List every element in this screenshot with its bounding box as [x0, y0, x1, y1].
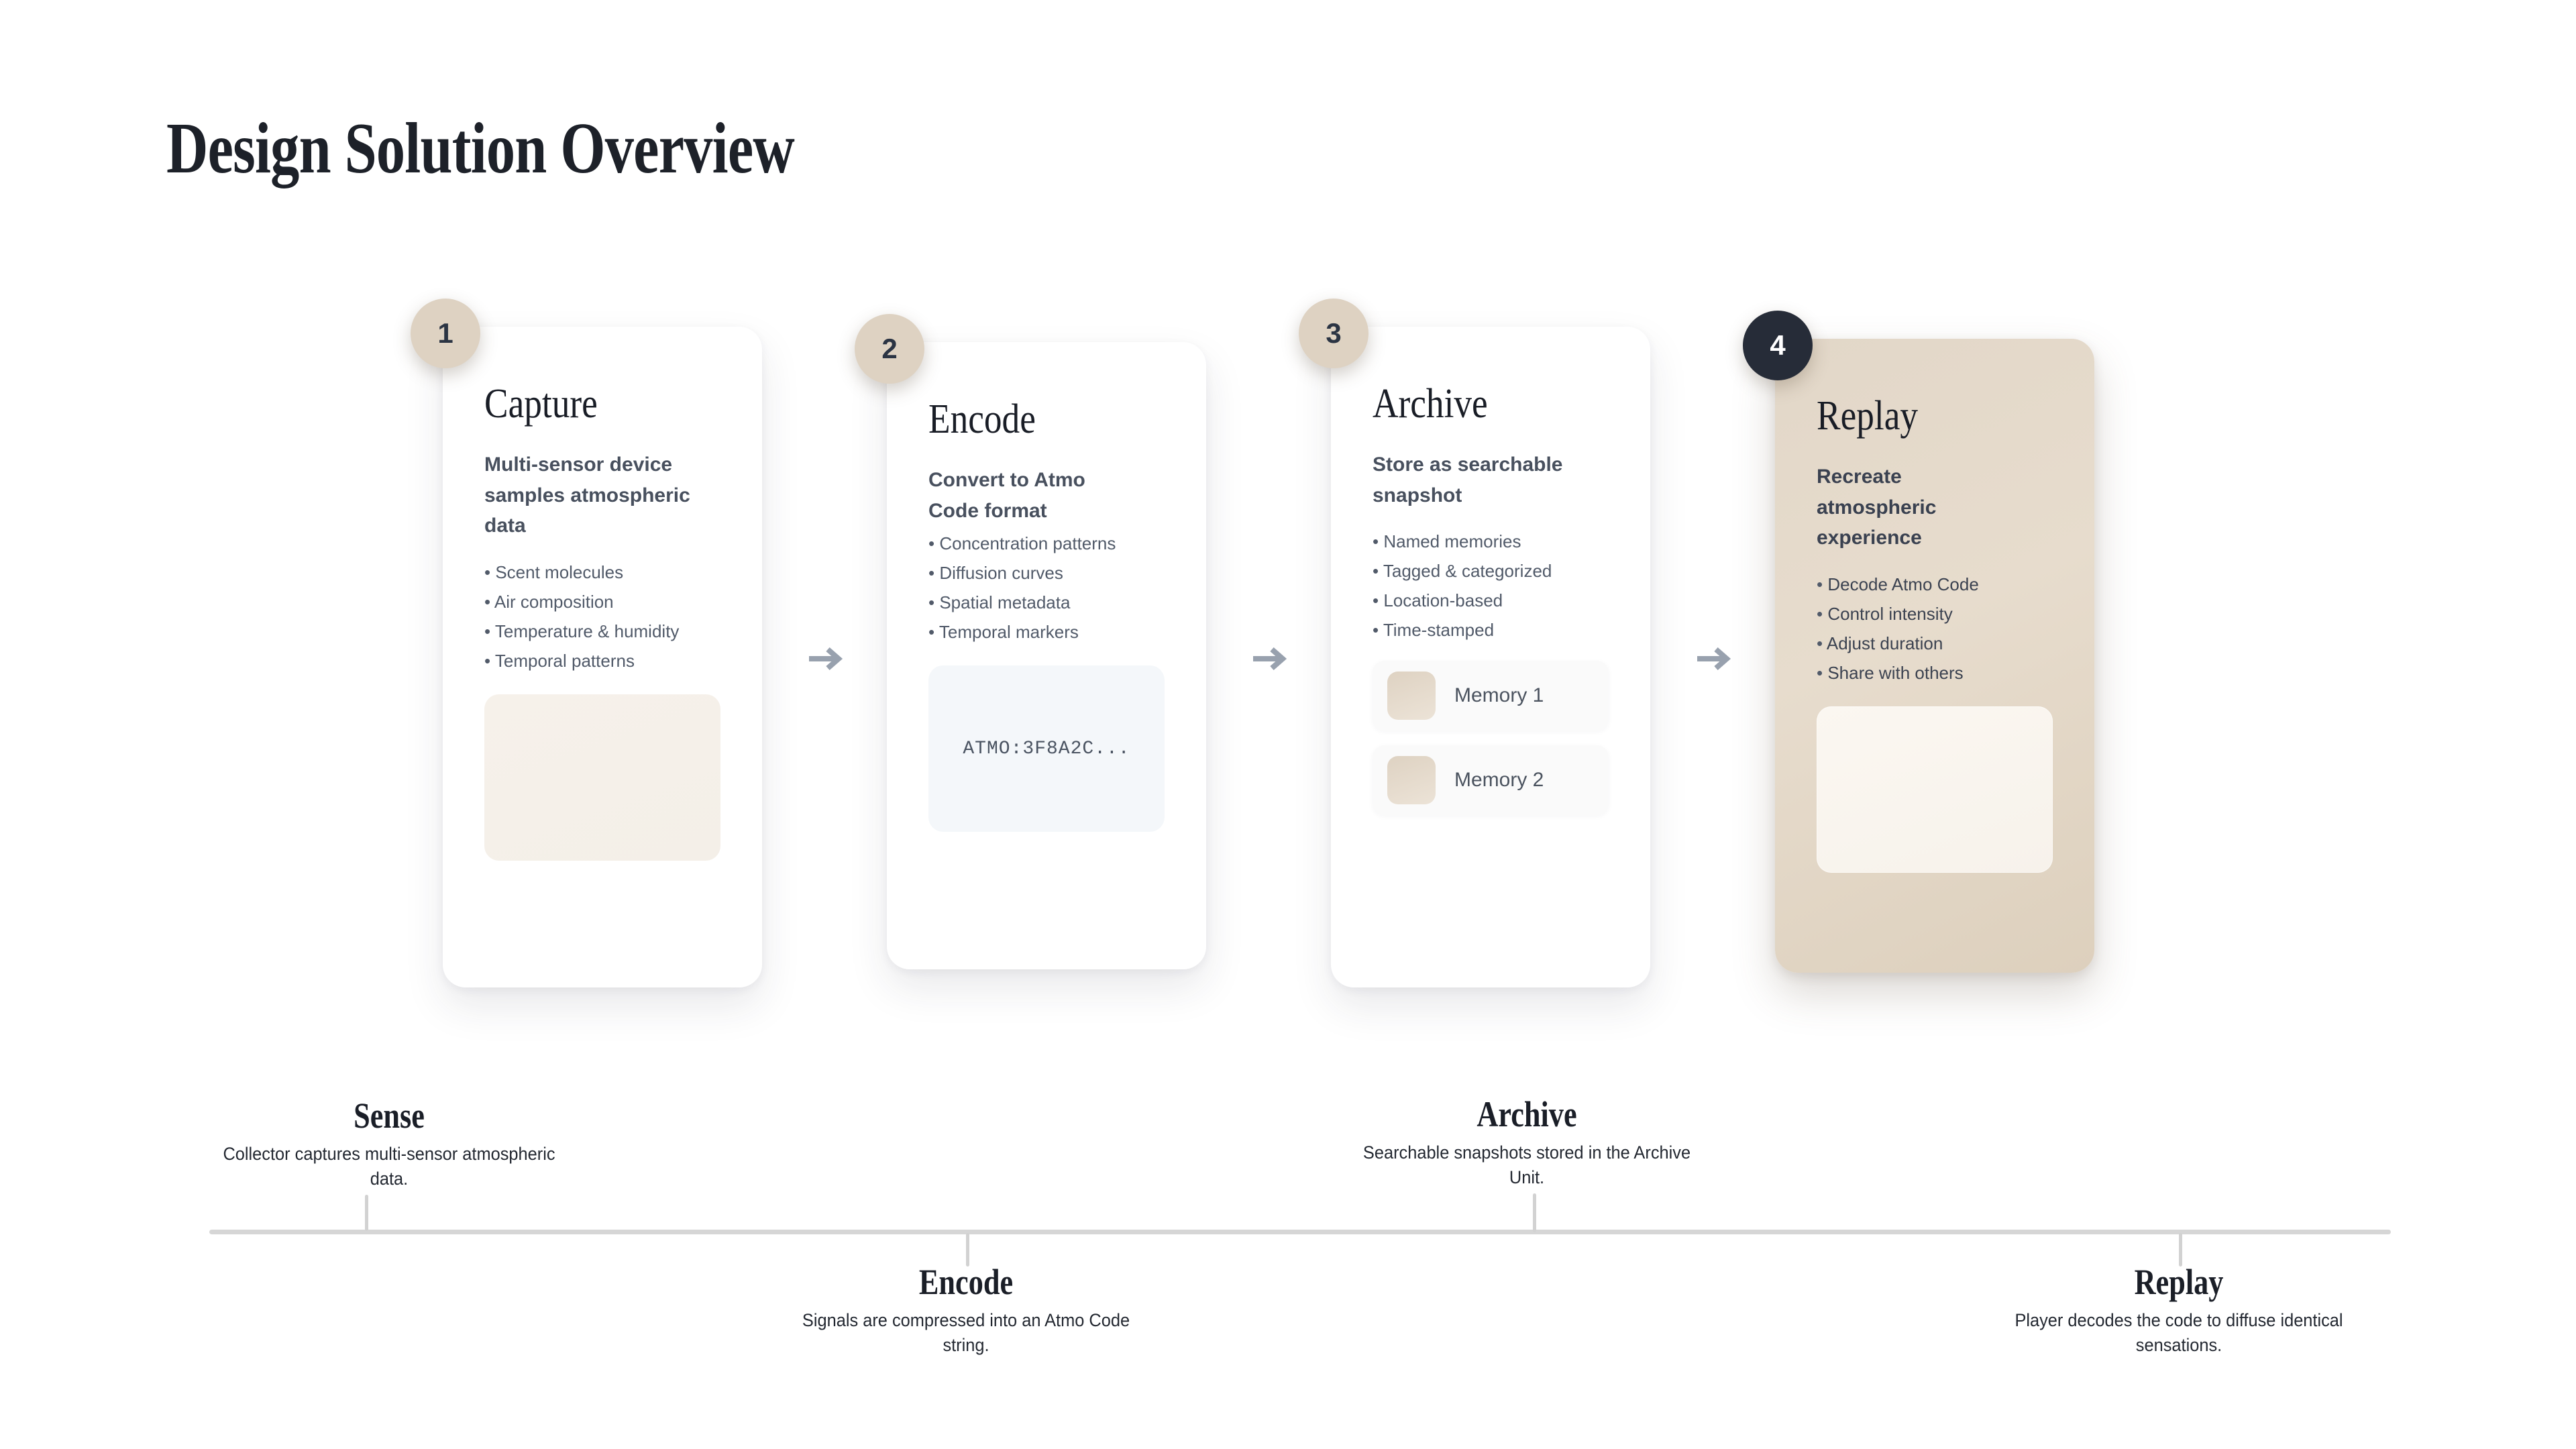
list-item: Share with others	[1817, 661, 2053, 686]
list-item: Scent molecules	[484, 560, 720, 586]
timeline-tick	[1533, 1193, 1536, 1232]
step-description-3: Store as searchable snapshot	[1373, 453, 1563, 506]
step-bullets-2: Concentration patterns Diffusion curves …	[928, 531, 1165, 645]
step-card-replay[interactable]: Replay Recreate atmospheric experience D…	[1775, 339, 2094, 973]
list-item: Named memories	[1373, 529, 1609, 555]
timeline-tick	[2179, 1233, 2182, 1267]
atmo-code-block: ATMO:3F8A2C...	[928, 665, 1165, 832]
step-card-encode[interactable]: Encode Convert to Atmo Code format Conce…	[887, 342, 1206, 969]
step-description-4: Recreate atmospheric experience	[1817, 466, 1937, 549]
list-item: Tagged & categorized	[1373, 559, 1609, 584]
list-item: Location-based	[1373, 588, 1609, 614]
step-badge-number-1: 1	[437, 317, 453, 349]
list-item: Diffusion curves	[928, 561, 1165, 586]
memory-list: Memory 1 Memory 2	[1373, 661, 1609, 815]
list-item: Temporal markers	[928, 620, 1165, 645]
timeline-description: Searchable snapshots stored in the Archi…	[1362, 1142, 1691, 1188]
list-item: Concentration patterns	[928, 531, 1165, 557]
step-title-4: Replay	[1817, 393, 1919, 439]
timeline-title: Encode	[918, 1262, 1014, 1302]
timeline-description: Collector captures multi-sensor atmosphe…	[223, 1144, 555, 1189]
step-badge-4: 4	[1743, 311, 1813, 380]
step-badge-2: 2	[855, 314, 924, 384]
step-bullets-4: Decode Atmo Code Control intensity Adjus…	[1817, 572, 2053, 686]
arrow-right-icon	[800, 632, 853, 686]
memory-label: Memory 1	[1454, 684, 1544, 706]
timeline-description: Player decodes the code to diffuse ident…	[2015, 1310, 2343, 1356]
timeline-item-encode: Encode Signals are compressed into an At…	[778, 1261, 1154, 1358]
timeline-title: Sense	[354, 1095, 425, 1136]
list-item: Temperature & humidity	[484, 619, 720, 645]
timeline-tick	[365, 1195, 368, 1231]
step-title-3: Archive	[1373, 381, 1488, 427]
list-item: Adjust duration	[1817, 631, 2053, 657]
step-description-1: Multi-sensor device samples atmospheric …	[484, 453, 690, 537]
list-item: Temporal patterns	[484, 649, 720, 674]
arrow-right-icon	[1688, 632, 1741, 686]
atmo-code-text: ATMO:3F8A2C...	[963, 738, 1130, 759]
list-item: Control intensity	[1817, 602, 2053, 627]
list-item: Air composition	[484, 590, 720, 615]
step-bullets-3: Named memories Tagged & categorized Loca…	[1373, 529, 1609, 643]
page-title: Design Solution Overview	[166, 109, 795, 189]
list-item: Decode Atmo Code	[1817, 572, 2053, 598]
timeline-item-archive: Archive Searchable snapshots stored in t…	[1339, 1093, 1715, 1191]
step-badge-number-3: 3	[1326, 317, 1342, 349]
list-item: Spatial metadata	[928, 590, 1165, 616]
arrow-right-icon	[1244, 632, 1297, 686]
memory-thumbnail-icon	[1387, 672, 1436, 720]
memory-label: Memory 2	[1454, 769, 1544, 791]
timeline-item-sense: Sense Collector captures multi-sensor at…	[201, 1095, 577, 1192]
step-title-2: Encode	[928, 396, 1036, 442]
step-badge-3: 3	[1299, 299, 1368, 368]
memory-chip[interactable]: Memory 1	[1373, 661, 1609, 731]
timeline-tick	[966, 1233, 969, 1267]
list-item: Time-stamped	[1373, 618, 1609, 643]
steps-row: 1 Capture Multi-sensor device samples at…	[0, 0, 2576, 1046]
timeline-description: Signals are compressed into an Atmo Code…	[802, 1310, 1130, 1356]
timeline-title: Archive	[1477, 1094, 1577, 1134]
step-image-placeholder-4	[1817, 706, 2053, 873]
memory-thumbnail-icon	[1387, 756, 1436, 804]
step-badge-number-4: 4	[1770, 329, 1786, 361]
memory-chip[interactable]: Memory 2	[1373, 745, 1609, 815]
timeline-axis	[209, 1230, 2391, 1234]
step-image-placeholder-1	[484, 694, 720, 861]
step-title-1: Capture	[484, 381, 598, 427]
step-card-capture[interactable]: Capture Multi-sensor device samples atmo…	[443, 327, 762, 987]
step-card-archive[interactable]: Archive Store as searchable snapshot Nam…	[1331, 327, 1650, 987]
step-description-2: Convert to Atmo Code format	[928, 469, 1085, 522]
step-badge-1: 1	[411, 299, 480, 368]
timeline-item-replay: Replay Player decodes the code to diffus…	[1991, 1261, 2367, 1358]
step-bullets-1: Scent molecules Air composition Temperat…	[484, 560, 720, 674]
step-badge-number-2: 2	[881, 333, 898, 364]
timeline-title: Replay	[2134, 1262, 2224, 1302]
